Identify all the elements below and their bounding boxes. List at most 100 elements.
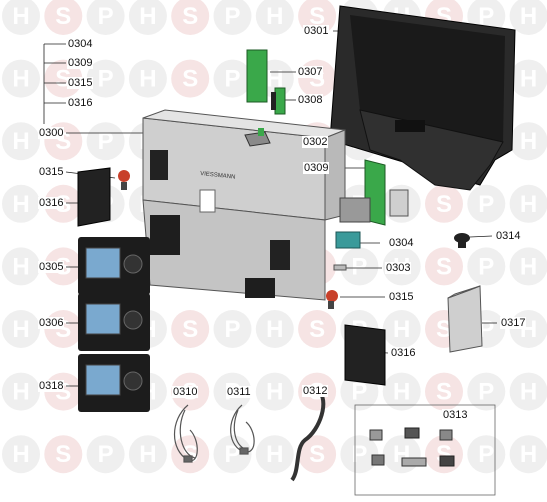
part-0301-back-casing <box>329 5 516 191</box>
watermark-circle <box>509 247 547 286</box>
watermark-letter: H <box>12 316 29 343</box>
watermark-circle <box>298 310 337 348</box>
watermark-circle <box>382 372 421 411</box>
label-0316-a: 0316 <box>38 197 65 209</box>
part-0317-box <box>447 285 483 353</box>
label-0304: 0304 <box>388 237 415 249</box>
watermark-circle <box>382 310 421 348</box>
watermark-letter: H <box>393 379 410 406</box>
watermark-letter: S <box>182 66 198 93</box>
watermark-letter: H <box>520 128 537 155</box>
watermark-circle <box>2 372 40 411</box>
label-0307: 0307 <box>297 66 324 78</box>
part-0300-main-housing: VIESSMANN <box>142 109 346 301</box>
part-0306-display-module <box>78 293 150 351</box>
watermark-circle <box>128 0 167 35</box>
label-0315-b: 0315 <box>388 291 415 303</box>
watermark-letter: H <box>520 379 537 406</box>
watermark-circle <box>213 310 252 348</box>
part-0304-connector <box>335 231 361 249</box>
watermark-circle <box>509 372 547 411</box>
label-0315-a: 0315 <box>38 166 65 178</box>
label-0303: 0303 <box>385 262 412 274</box>
watermark-letter: P <box>98 128 114 155</box>
label-0316-list: 0316 <box>67 97 94 109</box>
watermark-circle <box>171 0 210 35</box>
watermark-circle <box>2 435 40 474</box>
watermark-letter: H <box>12 379 29 406</box>
watermark-circle <box>171 435 210 474</box>
label-0311: 0311 <box>226 386 252 398</box>
watermark-letter: P <box>224 66 240 93</box>
watermark-circle <box>128 435 167 474</box>
part-0314-clip <box>454 233 470 248</box>
watermark-letter: P <box>224 441 240 468</box>
watermark-circle <box>128 59 167 98</box>
watermark-letter: H <box>520 253 537 280</box>
part-0302-bracket <box>244 128 271 147</box>
watermark-letter: S <box>182 3 198 30</box>
part-0316-cover-right <box>344 324 386 386</box>
watermark-circle <box>213 0 252 35</box>
watermark-letter: P <box>478 191 494 218</box>
watermark-circle <box>86 122 125 161</box>
watermark-letter: S <box>309 441 325 468</box>
part-0311-cable <box>230 404 255 455</box>
watermark-letter: H <box>12 128 29 155</box>
watermark-letter: S <box>436 316 452 343</box>
watermark-letter: S <box>436 191 452 218</box>
watermark-circle <box>255 435 294 474</box>
watermark-letter: H <box>12 191 29 218</box>
label-0301: 0301 <box>303 25 330 37</box>
watermark-letter: H <box>266 3 283 30</box>
label-0312: 0312 <box>302 385 329 397</box>
watermark-circle <box>467 435 506 474</box>
label-0309-list: 0309 <box>67 57 94 69</box>
watermark-circle <box>340 435 379 474</box>
watermark-circle <box>467 247 506 286</box>
watermark-circle <box>2 247 40 286</box>
label-0304-list: 0304 <box>67 38 94 50</box>
watermark-letter: P <box>224 3 240 30</box>
watermark-circle <box>298 435 337 474</box>
label-0305: 0305 <box>38 261 65 273</box>
watermark-letter: H <box>520 3 537 30</box>
label-0309: 0309 <box>303 162 330 174</box>
watermark-circle <box>255 0 294 35</box>
watermark-letter: H <box>139 3 156 30</box>
watermark-circle <box>2 184 40 223</box>
watermark-letter: S <box>55 3 71 30</box>
watermark-letter: H <box>12 3 29 30</box>
part-0309-circuit-board <box>339 159 409 226</box>
watermark-letter: H <box>393 316 410 343</box>
watermark-circle <box>171 59 210 98</box>
watermark-letter: P <box>98 66 114 93</box>
watermark-letter: P <box>98 441 114 468</box>
svg-text:VIESSMANN: VIESSMANN <box>200 171 236 181</box>
watermark-letter: S <box>55 441 71 468</box>
watermark-circle <box>2 310 40 348</box>
watermark-circle <box>509 0 547 35</box>
label-0306: 0306 <box>38 317 65 329</box>
label-0313: 0313 <box>442 409 469 421</box>
watermark-circle <box>86 0 125 35</box>
watermark-letter: H <box>12 66 29 93</box>
watermark-letter: H <box>12 441 29 468</box>
watermark-circle <box>213 59 252 98</box>
label-0308: 0308 <box>297 94 324 106</box>
watermark-circle <box>340 247 379 286</box>
watermark-circle <box>86 435 125 474</box>
part-0312-ribbon-cable <box>290 388 326 482</box>
watermark-circle <box>509 435 547 474</box>
part-0313-connector-kit <box>354 404 496 496</box>
label-0318: 0318 <box>38 380 65 392</box>
watermark-letter: P <box>478 379 494 406</box>
watermark-circle <box>44 435 83 474</box>
watermark-circle <box>86 59 125 98</box>
watermark-circle <box>509 122 547 161</box>
watermark-letter: H <box>520 191 537 218</box>
watermark-letter: H <box>139 441 156 468</box>
label-0315-list: 0315 <box>67 77 94 89</box>
part-0307-circuit-board <box>246 49 268 103</box>
